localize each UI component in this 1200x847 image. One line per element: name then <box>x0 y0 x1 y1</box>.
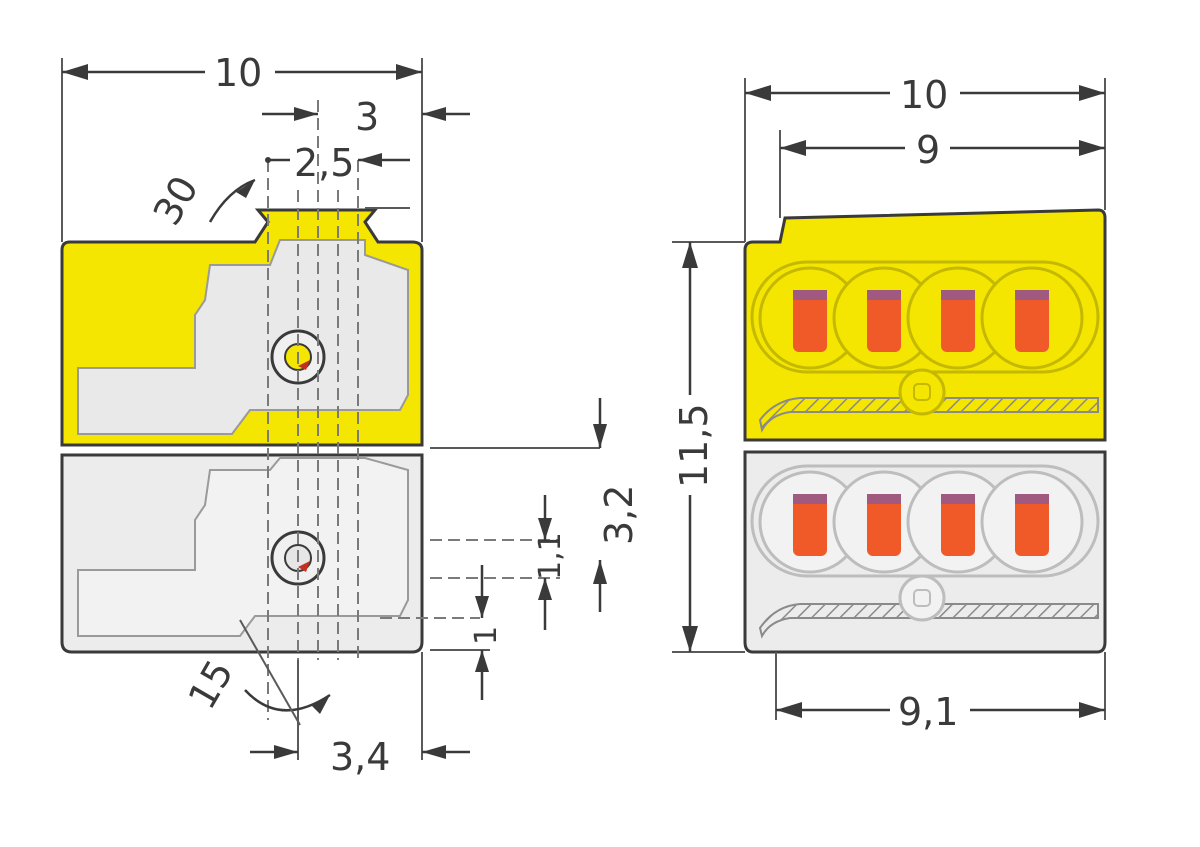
front-width-inner-label: 9 <box>916 128 940 172</box>
angle-top-label: 30 <box>145 169 207 233</box>
side-view: 10 3 2,5 30 15 3,4 3,2 <box>60 51 641 779</box>
hatch-bottom <box>758 603 1099 639</box>
ports-bottom <box>758 470 1084 574</box>
port-lever <box>793 290 827 352</box>
angle-bottom-label: 15 <box>180 653 242 717</box>
port-lever <box>867 494 901 556</box>
port-lever <box>1015 290 1049 352</box>
port-lever <box>941 290 975 352</box>
test-hole-top <box>898 368 946 416</box>
front-view: 10 9 11,5 9,1 <box>672 73 1107 734</box>
side-slot-label: 3 <box>355 95 379 139</box>
ports-top <box>758 266 1084 370</box>
side-cutout-top <box>77 239 409 435</box>
side-pitch-label: 2,5 <box>294 141 354 185</box>
hatch-top <box>758 397 1099 433</box>
front-width-outer-label: 10 <box>900 73 948 117</box>
front-height-label: 11,5 <box>672 403 716 488</box>
port-lever <box>1015 494 1049 556</box>
port-lever <box>941 494 975 556</box>
side-height-label: 3,2 <box>597 485 641 545</box>
port-lever <box>793 494 827 556</box>
small-label-2: 1 <box>469 626 504 645</box>
port-lever <box>867 290 901 352</box>
test-hole-bottom <box>898 574 946 622</box>
side-bottom-label: 3,4 <box>330 735 390 779</box>
front-bottom-label: 9,1 <box>898 690 958 734</box>
small-label: 1,1 <box>533 532 568 580</box>
side-width-label: 10 <box>214 51 262 95</box>
